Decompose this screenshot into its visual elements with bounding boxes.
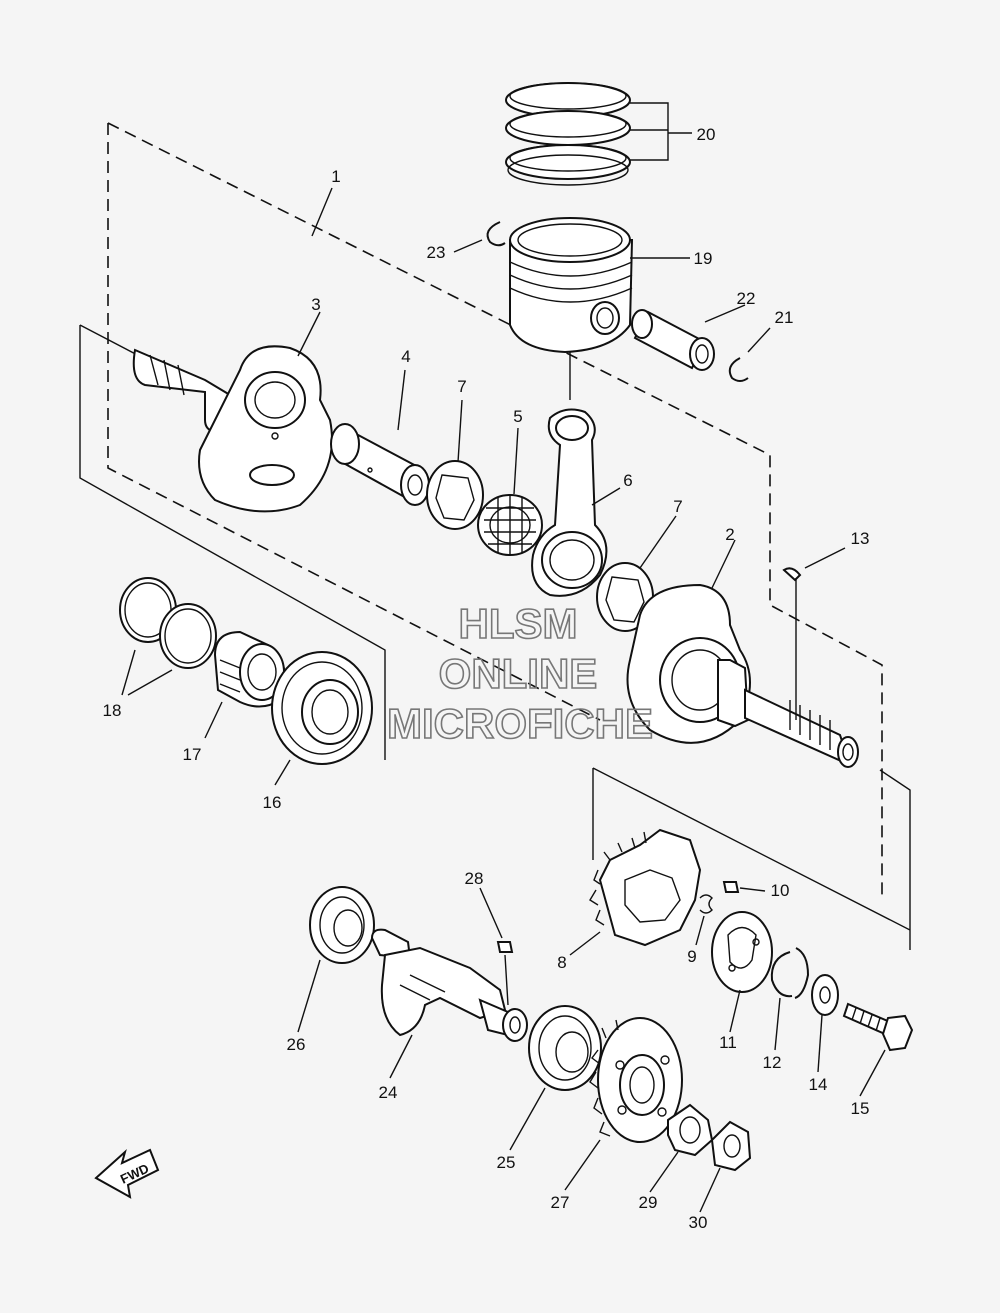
callout-6: 6 — [623, 471, 632, 490]
callout-21: 21 — [775, 308, 794, 327]
callout-20: 20 — [697, 125, 716, 144]
piston-ring-set — [505, 82, 692, 186]
callout-2: 2 — [725, 525, 734, 544]
watermark-line-3: MICROFICHE — [387, 700, 653, 747]
piston-pin — [631, 304, 746, 371]
circlip-right — [728, 327, 771, 382]
balancer-bearing-right — [509, 1005, 602, 1151]
connecting-rod — [531, 352, 621, 597]
watermark: HLSM ONLINE MICROFICHE — [386, 599, 654, 748]
watermark-line-1: HLSM — [459, 600, 578, 647]
callout-26: 26 — [287, 1035, 306, 1054]
main-bearing — [271, 651, 373, 786]
piston — [509, 217, 690, 354]
crankshaft-assembly-boundary — [107, 122, 883, 900]
drive-gear — [569, 828, 702, 956]
watermark-line-2: ONLINE — [439, 650, 598, 697]
callout-30: 30 — [689, 1213, 708, 1232]
woodruff-key — [782, 547, 846, 720]
crank-pin — [330, 369, 430, 506]
callout-7-left: 7 — [457, 377, 466, 396]
callout-13: 13 — [851, 529, 870, 548]
callout-23: 23 — [427, 243, 446, 262]
driven-gear — [564, 1017, 683, 1191]
callout-11: 11 — [719, 1033, 737, 1052]
thrust-washer-left — [426, 399, 484, 530]
key — [479, 887, 514, 1006]
forward-arrow: FWD — [94, 1148, 160, 1199]
balancer-shaft — [370, 928, 528, 1079]
crank-web-right — [626, 539, 859, 768]
oil-seal — [204, 630, 287, 739]
callout-24: 24 — [379, 1083, 398, 1102]
balancer-group-boundary — [592, 767, 911, 950]
lock-washer — [649, 1103, 714, 1193]
callout-15: 15 — [851, 1099, 870, 1118]
needle-bearing — [477, 427, 543, 556]
callout-17: 17 — [183, 745, 202, 764]
seal-rings — [119, 577, 217, 696]
callout-28: 28 — [465, 869, 484, 888]
callout-27: 27 — [551, 1193, 570, 1212]
callout-16: 16 — [263, 793, 282, 812]
callout-12: 12 — [763, 1053, 782, 1072]
callout-3: 3 — [311, 295, 320, 314]
balancer-bearing-left — [297, 886, 375, 1033]
callout-4: 4 — [401, 347, 410, 366]
nut — [699, 1120, 752, 1213]
callout-18: 18 — [103, 701, 122, 720]
plate — [711, 911, 773, 1033]
callout-8: 8 — [557, 953, 566, 972]
spring — [695, 894, 713, 946]
plug — [722, 881, 766, 893]
callout-22: 22 — [737, 289, 756, 308]
callout-7-right: 7 — [673, 497, 682, 516]
callout-29: 29 — [639, 1193, 658, 1212]
circlip-left — [453, 221, 506, 253]
callout-5: 5 — [513, 407, 522, 426]
crank-web-left — [132, 311, 333, 513]
callout-10: 10 — [771, 881, 790, 900]
thrust-washer-right — [596, 515, 677, 632]
callout-19: 19 — [694, 249, 713, 268]
callout-25: 25 — [497, 1153, 516, 1172]
callout-9: 9 — [687, 947, 696, 966]
callout-1: 1 — [331, 167, 340, 186]
washer — [811, 974, 839, 1073]
callout-labels: 1 2 3 4 5 6 7 7 8 9 10 11 12 13 14 15 16… — [103, 125, 870, 1232]
bolt — [842, 1002, 914, 1097]
circlip — [770, 947, 810, 1051]
callout-14: 14 — [809, 1075, 828, 1094]
